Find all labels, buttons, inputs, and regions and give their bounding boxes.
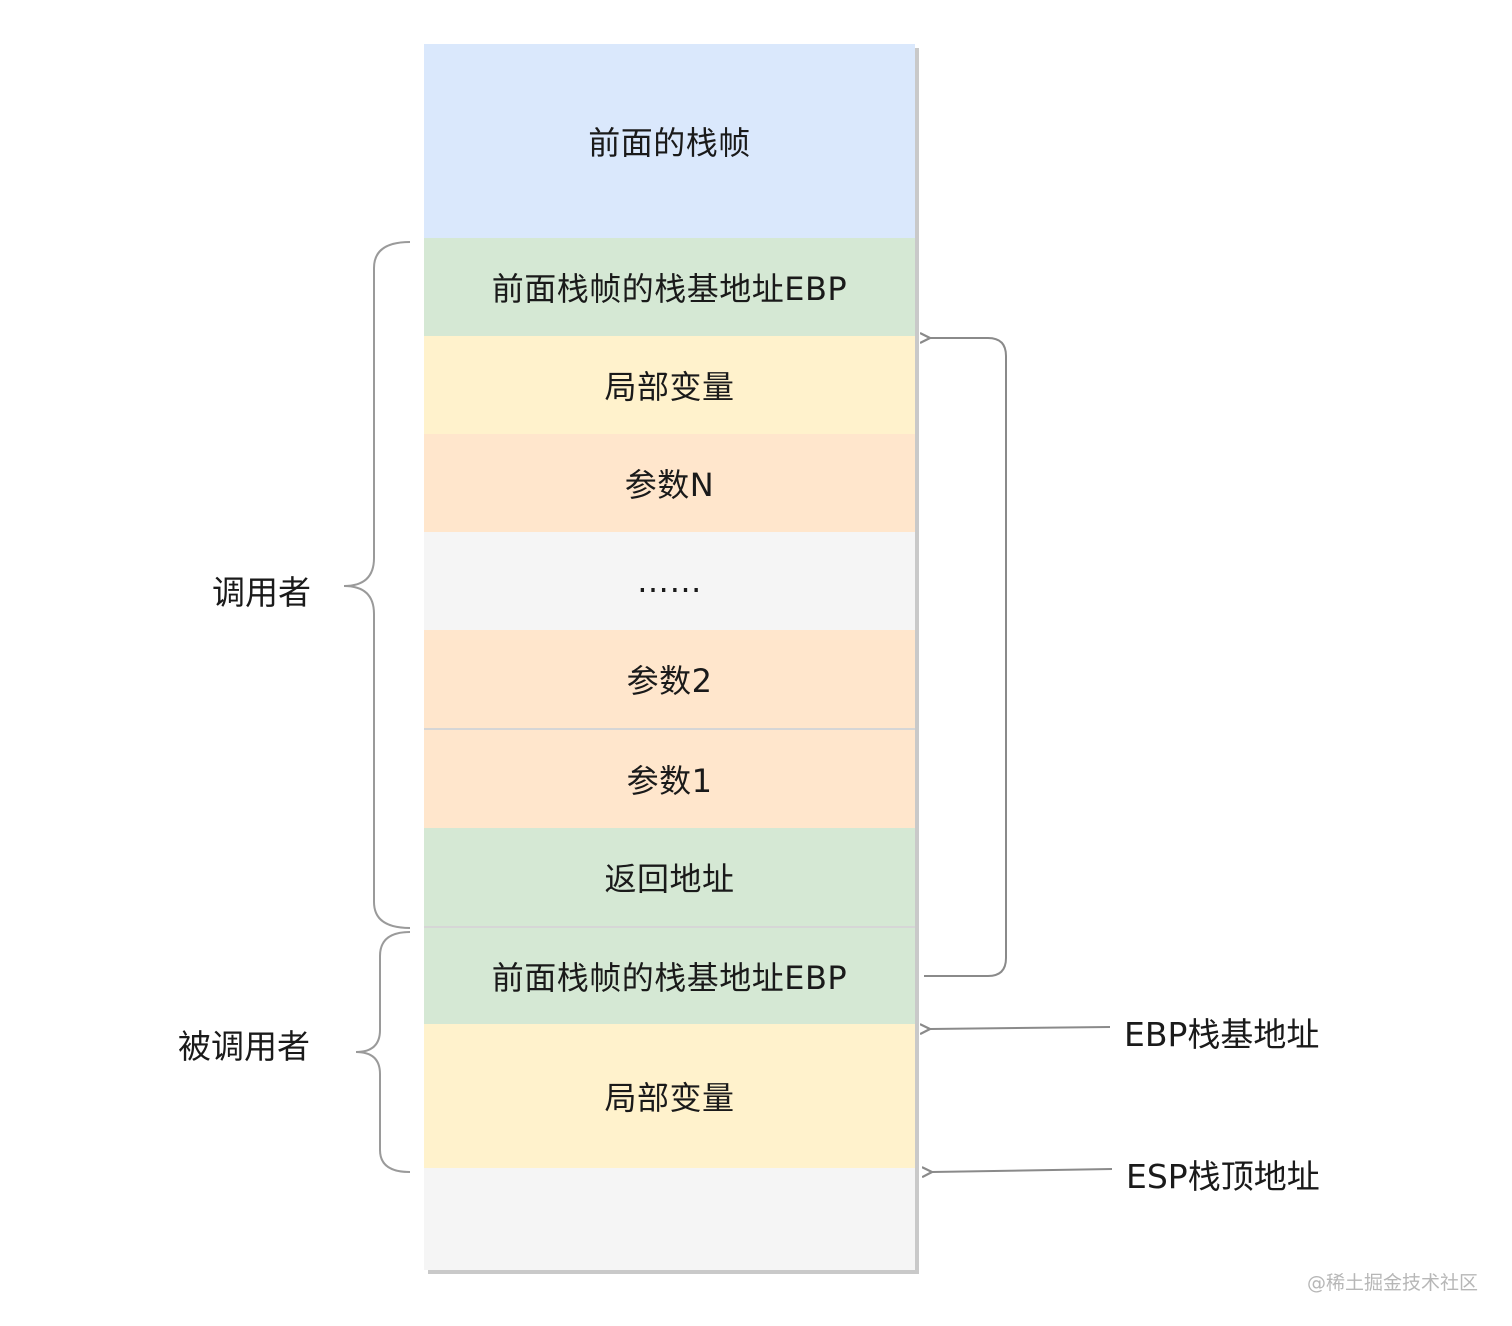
stack-block-label: 返回地址 [604, 860, 735, 898]
stack-block-caller-locals: 局部变量 [424, 336, 915, 434]
esp-pointer-label: ESP栈顶地址 [1126, 1157, 1320, 1196]
stack-diagram: 前面的栈帧 前面栈帧的栈基地址EBP 局部变量 参数N …… 参数2 参数1 返… [424, 44, 915, 1270]
stack-block-label: 参数2 [626, 662, 713, 700]
stack-block-label: 局部变量 [604, 1079, 735, 1117]
stack-block-label: 前面栈帧的栈基地址EBP [491, 270, 848, 308]
stack-block-ellipsis: …… [424, 532, 915, 630]
stack-block-arg-2: 参数2 [424, 630, 915, 728]
stack-block-previous-frame: 前面的栈帧 [424, 44, 915, 238]
caller-brace [343, 241, 411, 929]
stack-block-label: 局部变量 [604, 368, 735, 406]
stack-block-free [424, 1168, 915, 1270]
stack-block-arg-1: 参数1 [424, 728, 915, 828]
stack-block-label: …… [637, 562, 702, 600]
saved-ebp-link-arrow [924, 338, 1007, 977]
caller-label: 调用者 [212, 573, 311, 612]
callee-brace [355, 931, 411, 1173]
esp-pointer-arrow [932, 1169, 1113, 1172]
stack-block-label: 前面的栈帧 [588, 124, 751, 162]
stack-block-label: 前面栈帧的栈基地址EBP [491, 959, 848, 997]
ebp-pointer-label: EBP栈基地址 [1124, 1015, 1320, 1054]
callee-label: 被调用者 [178, 1027, 310, 1066]
stack-block-caller-saved-ebp: 前面栈帧的栈基地址EBP [424, 238, 915, 336]
watermark: @稀土掘金技术社区 [1306, 1272, 1478, 1294]
stack-block-label: 参数N [624, 466, 715, 504]
stack-block-arg-n: 参数N [424, 434, 915, 532]
stack-block-return-address: 返回地址 [424, 828, 915, 926]
stack-block-label: 参数1 [626, 762, 713, 800]
ebp-pointer-arrow [930, 1027, 1111, 1029]
stack-block-callee-saved-ebp: 前面栈帧的栈基地址EBP [424, 926, 915, 1024]
stack-block-callee-locals: 局部变量 [424, 1024, 915, 1168]
